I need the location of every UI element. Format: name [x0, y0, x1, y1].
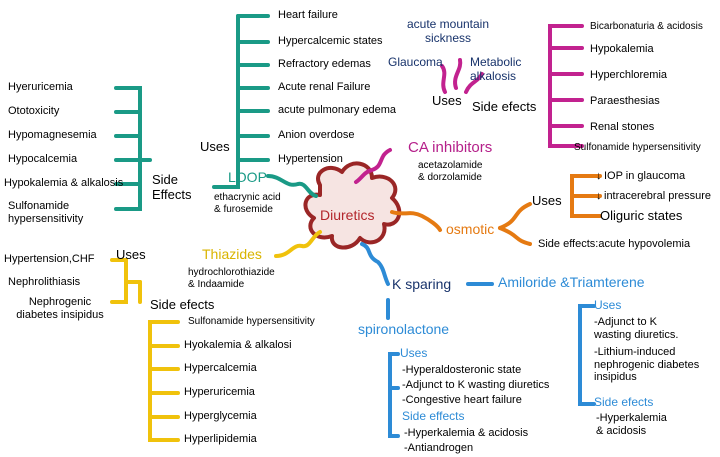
thiazides-title: Thiazides: [202, 246, 262, 262]
spiro-title: spironolactone: [358, 321, 450, 337]
amiloride-use-item: -Adjunct to K wasting diuretics.: [594, 316, 679, 341]
loop-use-item: Hypertension: [278, 153, 343, 165]
loop-use-item: Anion overdose: [278, 129, 355, 141]
loop-use-item: acute pulmonary edema: [278, 104, 397, 116]
thiazides-side-label: Side efects: [150, 297, 215, 312]
thiazides-use-item: Nephrogenic diabetes insipidus: [16, 296, 104, 321]
spiro-side-item: -Antiandrogen: [404, 442, 474, 454]
thiazides-side-bracket: [148, 320, 180, 442]
loop-use-item: Hypercalcemic states: [278, 35, 383, 47]
thiazides-uses-bracket: [110, 258, 128, 304]
ca-title: CA inhibitors: [408, 139, 493, 156]
spiro-side-item: -Hyperkalemia & acidosis: [404, 427, 529, 439]
osmotic-use-item: IOP in glaucoma: [604, 170, 686, 182]
ca-side-item: Renal stones: [590, 121, 655, 133]
loop-side-item: Ototoxicity: [8, 105, 60, 117]
thiazides-side-item: Sulfonamide hypersensitivity: [188, 316, 315, 327]
ca-uses-label: Uses: [432, 93, 462, 108]
ksparing-connector: [360, 242, 390, 286]
ca-side-item: Hyperchloremia: [590, 69, 668, 81]
thiazides-connector: [274, 230, 322, 258]
spiro-use-item: -Hyperaldosteronic state: [402, 364, 522, 376]
amiloride-use-item: -Lithium-induced nephrogenic diabetes in…: [594, 346, 700, 384]
center-label: Diuretics: [320, 207, 375, 223]
thiazides-use-item: Hypertension,CHF: [4, 253, 95, 265]
thiazides-drugs: hydrochlorothiazide & Indaamide: [188, 267, 275, 290]
ca-branch: [354, 24, 584, 184]
ksparing-title: K sparing: [392, 276, 452, 292]
loop-uses-label: Uses: [200, 139, 230, 154]
down-arrow-icon: ↓: [596, 190, 602, 202]
amiloride-bracket: [578, 304, 596, 406]
spiro-use-item: -Adjunct to K wasting diuretics: [402, 379, 550, 391]
ca-side-label: Side efects: [472, 99, 537, 114]
loop-side-item: Sulfonamide hypersensitivity: [8, 200, 84, 225]
spiro-side-label: Side effects: [402, 409, 465, 423]
thiazides-side-item: Hyperuricemia: [184, 386, 255, 398]
loop-use-item: Refractory edemas: [278, 58, 371, 70]
amiloride-title: Amiloride &Triamterene: [498, 274, 645, 290]
loop-drugs: ethacrynic acid & furosemide: [214, 192, 281, 215]
thiazides-side-item: Hyperglycemia: [184, 410, 257, 422]
loop-use-item: Acute renal Failure: [278, 81, 371, 93]
ca-connector: [354, 148, 392, 184]
osmotic-title: osmotic: [446, 221, 495, 237]
thiazides-branch: [110, 230, 322, 442]
ksparing-branch: [360, 242, 596, 438]
loop-title: LOOP: [228, 169, 267, 185]
loop-side-bracket: [114, 86, 142, 211]
osmotic-connector: [390, 210, 442, 232]
ca-drugs: acetazolamide & dorzolamide: [418, 160, 483, 183]
loop-branch: [114, 14, 318, 211]
thiazides-use-item: Nephrolithiasis: [8, 276, 81, 288]
loop-side-item: Hypokalemia & alkalosis: [4, 177, 124, 189]
loop-side-item: Hyeruricemia: [8, 81, 73, 93]
osmotic-branch: [390, 174, 602, 246]
ca-side-bracket: [548, 24, 584, 148]
amiloride-uses-label: Uses: [594, 298, 622, 312]
spiro-use-item: -Congestive heart failure: [402, 394, 522, 406]
ca-side-item: Paraesthesias: [590, 95, 660, 107]
loop-use-item: Heart failure: [278, 9, 338, 21]
ca-side-item: Hypokalemia: [590, 43, 654, 55]
spiro-uses-label: Uses: [400, 346, 428, 360]
osmotic-uses-label: Uses: [532, 193, 562, 208]
ca-use-item: acute mountain sickness: [406, 17, 490, 45]
down-arrow-icon: ↓: [596, 170, 602, 182]
ca-side-item: Sulfonamide hypersensitivity: [574, 142, 701, 153]
diuretics-blob: [303, 161, 402, 250]
thiazides-side-item: Hyperlipidemia: [184, 433, 257, 445]
loop-uses-bracket: [212, 14, 240, 189]
amiloride-side-label: Side efects: [594, 395, 654, 409]
loop-side-item: Hypomagnesemia: [8, 129, 97, 141]
ca-side-item: Bicarbonaturia & acidosis: [590, 21, 703, 32]
loop-side-item: Hypocalcemia: [8, 153, 78, 165]
amiloride-side-item: -Hyperkalemia & acidosis: [596, 412, 667, 437]
osmotic-use-item: Oliguric states: [600, 208, 683, 223]
loop-connector: [266, 174, 318, 198]
spiro-bracket: [388, 352, 400, 438]
ca-use-item: Metabolic alkalosis: [470, 55, 522, 83]
ca-use-item: Glaucoma: [388, 55, 443, 69]
thiazides-side-item: Hypercalcemia: [184, 362, 257, 374]
osmotic-side-effects: Side effects:acute hypovolemia: [538, 238, 691, 250]
thiazides-side-item: Hyokalemia & alkalosi: [184, 339, 292, 351]
osmotic-use-item: intracerebral pressure: [604, 190, 711, 202]
loop-side-label: Side Effects: [152, 172, 192, 202]
thiazides-uses-label: Uses: [116, 247, 146, 262]
